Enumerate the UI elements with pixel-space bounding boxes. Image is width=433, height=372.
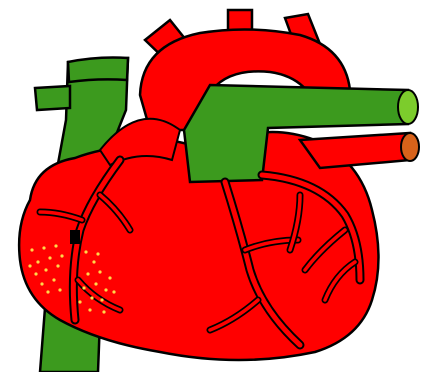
pulmonary-artery [300,133,410,168]
pulmonary-vein-end [398,90,418,124]
vena-cava-top [68,58,128,83]
artery-blockage [70,230,80,244]
vena-cava-branch [35,86,70,110]
pulmonary-artery-end [401,133,419,161]
